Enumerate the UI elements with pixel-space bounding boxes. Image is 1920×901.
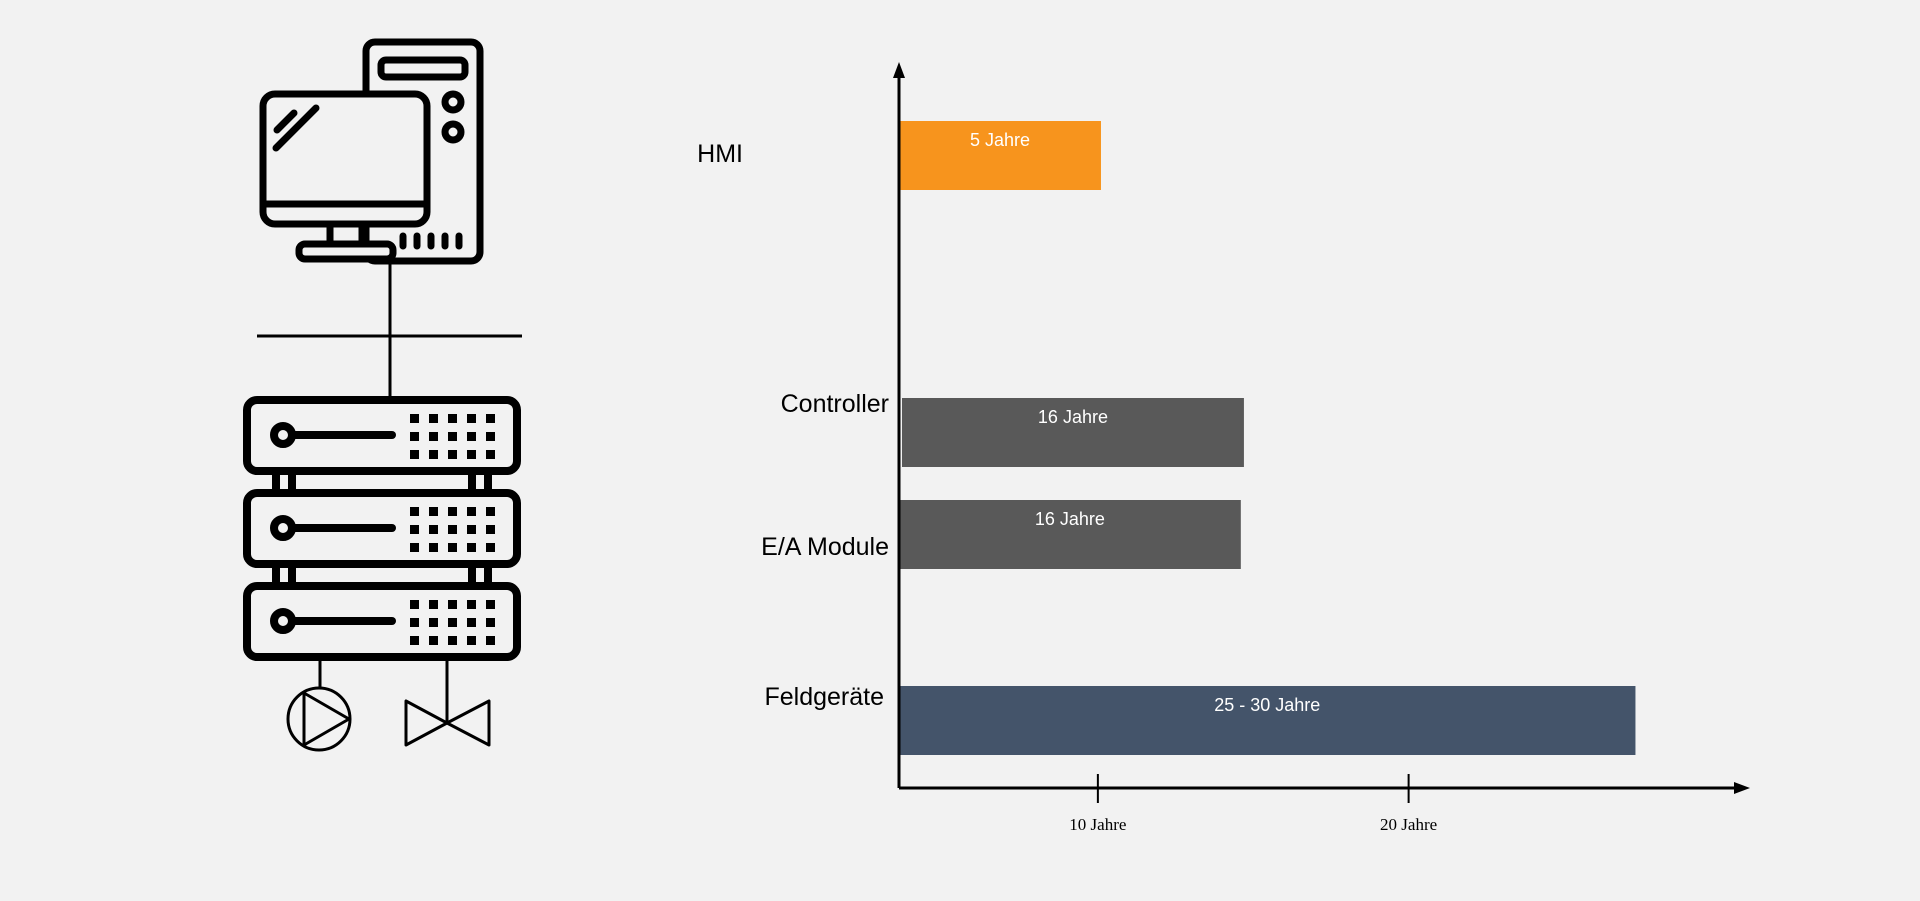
vent-dot: [410, 432, 419, 441]
vent-dot: [467, 414, 476, 423]
bar-label-field-device: 25 - 30 Jahre: [1214, 695, 1320, 715]
vent-dot: [467, 636, 476, 645]
vent-dot: [448, 636, 457, 645]
vent-dot: [429, 600, 438, 609]
vent-dot: [467, 543, 476, 552]
vent-dot: [448, 600, 457, 609]
vent-dot: [448, 507, 457, 516]
vent-dot: [486, 618, 495, 627]
vent-dot: [410, 450, 419, 459]
vent-dot: [410, 618, 419, 627]
vent-dot: [410, 600, 419, 609]
vent-dot: [467, 525, 476, 534]
vent-dot: [410, 525, 419, 534]
vent-dot: [486, 636, 495, 645]
vent-dot: [410, 543, 419, 552]
category-label-io-module: E/A Module: [761, 533, 889, 561]
network-bus: [257, 259, 522, 398]
bar-hmi: [899, 121, 1101, 190]
category-label-controller: Controller: [781, 390, 889, 418]
y-axis-arrow: [893, 62, 905, 78]
valve-icon: [404, 699, 491, 747]
vent-dot: [429, 618, 438, 627]
category-label-hmi: HMI: [697, 140, 743, 168]
server-rack-icon: [243, 396, 521, 661]
vent-dot: [486, 525, 495, 534]
x-axis-arrow: [1734, 782, 1750, 794]
vent-dot: [429, 432, 438, 441]
bar-field-device: [899, 686, 1636, 755]
vent-dot: [448, 414, 457, 423]
bar-label-io-module: 16 Jahre: [1035, 509, 1105, 529]
vent-dot: [448, 618, 457, 627]
vent-dot: [410, 414, 419, 423]
vent-dot: [486, 507, 495, 516]
vent-dot: [448, 543, 457, 552]
category-label-field-device: Feldgeräte: [764, 683, 884, 711]
bar-io-module: [899, 500, 1241, 569]
vent-dot: [486, 432, 495, 441]
vent-dot: [467, 618, 476, 627]
vent-dot: [486, 414, 495, 423]
vent-dot: [448, 525, 457, 534]
vent-dot: [467, 432, 476, 441]
bar-controller: [902, 398, 1244, 467]
field-connections: [318, 657, 449, 724]
desktop-computer-icon: [259, 38, 484, 265]
vent-dot: [467, 450, 476, 459]
vent-dot: [467, 507, 476, 516]
vent-dot: [448, 432, 457, 441]
vent-dot: [429, 507, 438, 516]
vent-dot: [410, 636, 419, 645]
vent-dot: [429, 636, 438, 645]
x-tick-label: 20 Jahre: [1380, 815, 1437, 834]
vent-dot: [486, 543, 495, 552]
vent-dot: [410, 507, 419, 516]
vent-dot: [429, 414, 438, 423]
vent-dot: [486, 450, 495, 459]
vent-dot: [486, 600, 495, 609]
vent-dot: [429, 450, 438, 459]
x-tick-label: 10 Jahre: [1069, 815, 1126, 834]
bar-label-hmi: 5 Jahre: [970, 130, 1030, 150]
vent-dot: [429, 543, 438, 552]
vent-dot: [467, 600, 476, 609]
bar-label-controller: 16 Jahre: [1038, 407, 1108, 427]
pump-icon: [286, 686, 352, 752]
vent-dot: [448, 450, 457, 459]
vent-dot: [429, 525, 438, 534]
